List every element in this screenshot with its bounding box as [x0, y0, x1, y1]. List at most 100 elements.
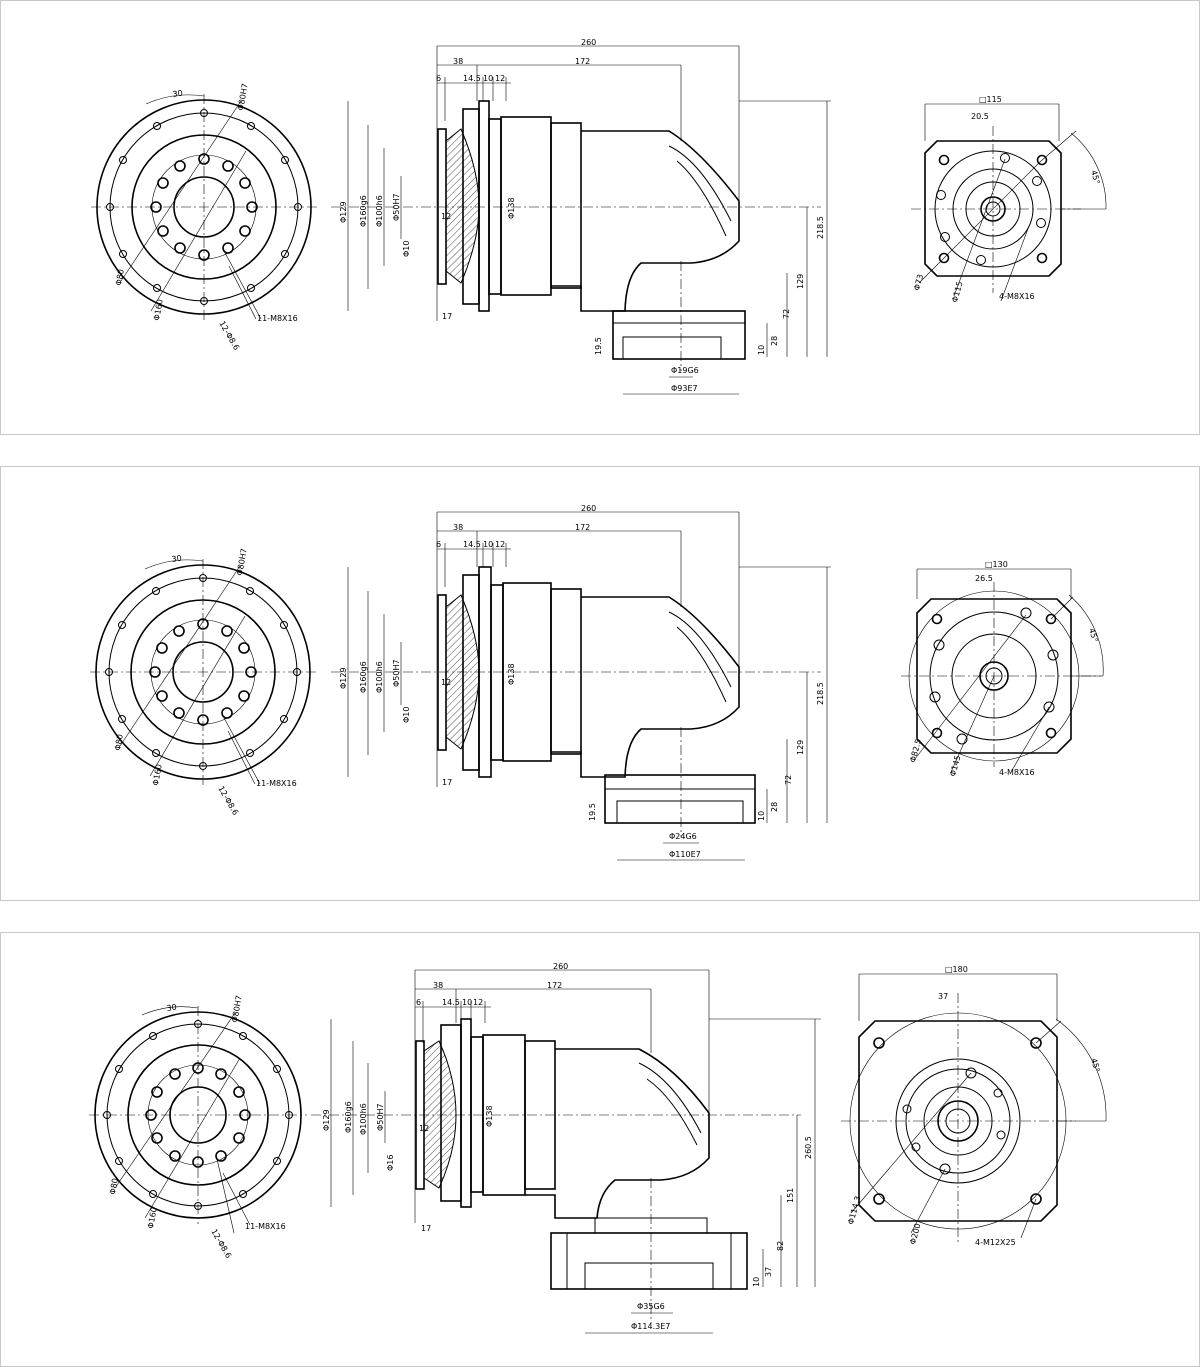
pcd-label: Φ80H7	[230, 995, 244, 1024]
dim-12: 12	[495, 74, 505, 83]
side-view: 260 38 172 6 14.5 10 12	[331, 38, 831, 395]
flange-holes: 4-M12X25	[975, 1238, 1016, 1247]
pcd-label: Φ80H7	[236, 83, 250, 112]
shaft-dia: Φ24G6	[669, 832, 697, 841]
dia-138: Φ138	[507, 663, 516, 685]
dim-17: 17	[442, 778, 452, 787]
side-view: 260 38 172 6 14.5 10 12 Φ129	[331, 504, 831, 861]
offset-size: 37	[938, 992, 948, 1001]
holes-label: 11-M8X16	[256, 779, 297, 788]
pins-label: 12-Φ8.6	[217, 320, 241, 352]
dim-12: 12	[495, 540, 505, 549]
dim-38: 38	[453, 523, 463, 532]
flange-holes: 4-M8X16	[999, 292, 1035, 301]
height-28: 37	[764, 1267, 773, 1277]
pcd-label: Φ80H7	[235, 548, 249, 577]
height-72: 82	[776, 1241, 785, 1251]
height-72: 72	[782, 309, 791, 319]
bc-dia: Φ82.5	[908, 738, 923, 764]
angle-label: 30	[172, 89, 183, 99]
drawing-panel-3: 30 Φ80H7 Φ80 Φ160 11-M8X16 12-Φ8.6 260 3…	[0, 932, 1200, 1367]
dim-38: 38	[453, 57, 463, 66]
dim-10: 10	[483, 540, 493, 549]
height-129: 151	[786, 1188, 795, 1203]
flange-dia: Φ200	[908, 1222, 922, 1245]
dia-138: Φ138	[485, 1105, 494, 1127]
dia-left-label: Φ80	[113, 734, 125, 752]
dim-17: 17	[421, 1224, 431, 1233]
front-view: 30 Φ80H7 Φ80 Φ160 11-M8X16 12-Φ8.6	[91, 83, 317, 352]
flange-view: □130 26.5 45° Φ82.5	[901, 560, 1104, 778]
flange-holes: 4-M8X16	[999, 768, 1035, 777]
square-size: □115	[979, 95, 1002, 104]
shaft-dia: Φ19G6	[671, 366, 699, 375]
holes-label: 11-M8X16	[257, 314, 298, 323]
drawing-panel-1: 30 Φ80H7 Φ80 Φ160 11-M8X16 12-Φ8.6 260 3…	[0, 0, 1200, 435]
square-size: □130	[985, 560, 1008, 569]
dia-138: Φ138	[507, 197, 516, 219]
shaft-dia: Φ35G6	[637, 1302, 665, 1311]
dim-6: 6	[436, 540, 441, 549]
dia-160: Φ160g6	[359, 195, 368, 227]
height-72: 72	[784, 775, 793, 785]
dim-14-5: 14.5	[463, 74, 481, 83]
bc-dia: Φ73	[912, 273, 925, 291]
overall-length: 260	[581, 38, 596, 47]
height-129: 129	[796, 740, 805, 755]
dia-50: Φ50H7	[392, 193, 401, 221]
offset-size: 26.5	[975, 574, 993, 583]
dim-10: 10	[483, 74, 493, 83]
dia-100: Φ100h6	[375, 195, 384, 227]
pilot-dia: Φ93E7	[671, 384, 698, 393]
front-view: 30 Φ80H7 Φ80 Φ160 11-M8X16 12-Φ8.6	[89, 995, 307, 1260]
offset-size: 20.5	[971, 112, 989, 121]
dim-17: 17	[442, 312, 452, 321]
flange-view: □115 20.5 45° Φ73	[911, 95, 1107, 304]
dia-100: Φ100h6	[375, 661, 384, 693]
dia-129: Φ129	[339, 201, 348, 223]
side-view: 260 38 172 6 14.5 10 12 Φ	[311, 962, 821, 1334]
dim-r12: 12	[441, 678, 451, 687]
dim-6: 6	[416, 998, 421, 1007]
height-10: 10	[757, 811, 766, 821]
holes-label: 11-M8X16	[245, 1222, 286, 1231]
height-218-5: 218.5	[816, 682, 825, 705]
height-28: 28	[770, 802, 779, 812]
angle-45: 45°	[1087, 627, 1099, 643]
height-28: 28	[770, 336, 779, 346]
technical-drawing-2: 30 Φ80H7 Φ80 Φ160 11-M8X16 12-Φ8.6 260 3…	[90, 504, 1104, 861]
height-10: 10	[757, 345, 766, 355]
dia-160: Φ160g6	[359, 661, 368, 693]
flange-dia: Φ115	[950, 280, 964, 303]
dim-172: 172	[575, 57, 590, 66]
height-129: 129	[796, 274, 805, 289]
dia-10: Φ10	[402, 241, 411, 257]
dia-10: Φ16	[386, 1155, 395, 1171]
angle-label: 30	[166, 1003, 177, 1013]
height-218-5: 260.5	[804, 1136, 813, 1159]
dim-12: 12	[473, 998, 483, 1007]
flange-dia: Φ145	[948, 754, 962, 777]
dia-100: Φ100h6	[359, 1103, 368, 1135]
bc-dia: Φ114.3	[846, 1195, 862, 1226]
front-view: 30 Φ80H7 Φ80 Φ160 11-M8X16 12-Φ8.6	[90, 548, 316, 817]
dim-19-5: 19.5	[588, 803, 597, 821]
dia-left-label: Φ80	[108, 1178, 120, 1196]
technical-drawing-1: 30 Φ80H7 Φ80 Φ160 11-M8X16 12-Φ8.6 260 3…	[91, 38, 1107, 395]
pins-label: 12-Φ8.6	[209, 1228, 233, 1260]
pilot-dia: Φ110E7	[669, 850, 701, 859]
dim-38: 38	[433, 981, 443, 990]
dim-r12: 12	[441, 212, 451, 221]
dim-6: 6	[436, 74, 441, 83]
technical-drawing-3: 30 Φ80H7 Φ80 Φ160 11-M8X16 12-Φ8.6 260 3…	[89, 962, 1107, 1334]
overall-length: 260	[581, 504, 596, 513]
dia-160: Φ160g6	[344, 1101, 353, 1133]
dim-19-5: 19.5	[594, 337, 603, 355]
dim-r12: 12	[419, 1124, 429, 1133]
angle-label: 30	[171, 554, 182, 564]
square-size: □180	[945, 965, 968, 974]
angle-45: 45°	[1089, 169, 1101, 185]
dim-172: 172	[547, 981, 562, 990]
dim-14-5: 14.5	[463, 540, 481, 549]
height-218-5: 218.5	[816, 216, 825, 239]
